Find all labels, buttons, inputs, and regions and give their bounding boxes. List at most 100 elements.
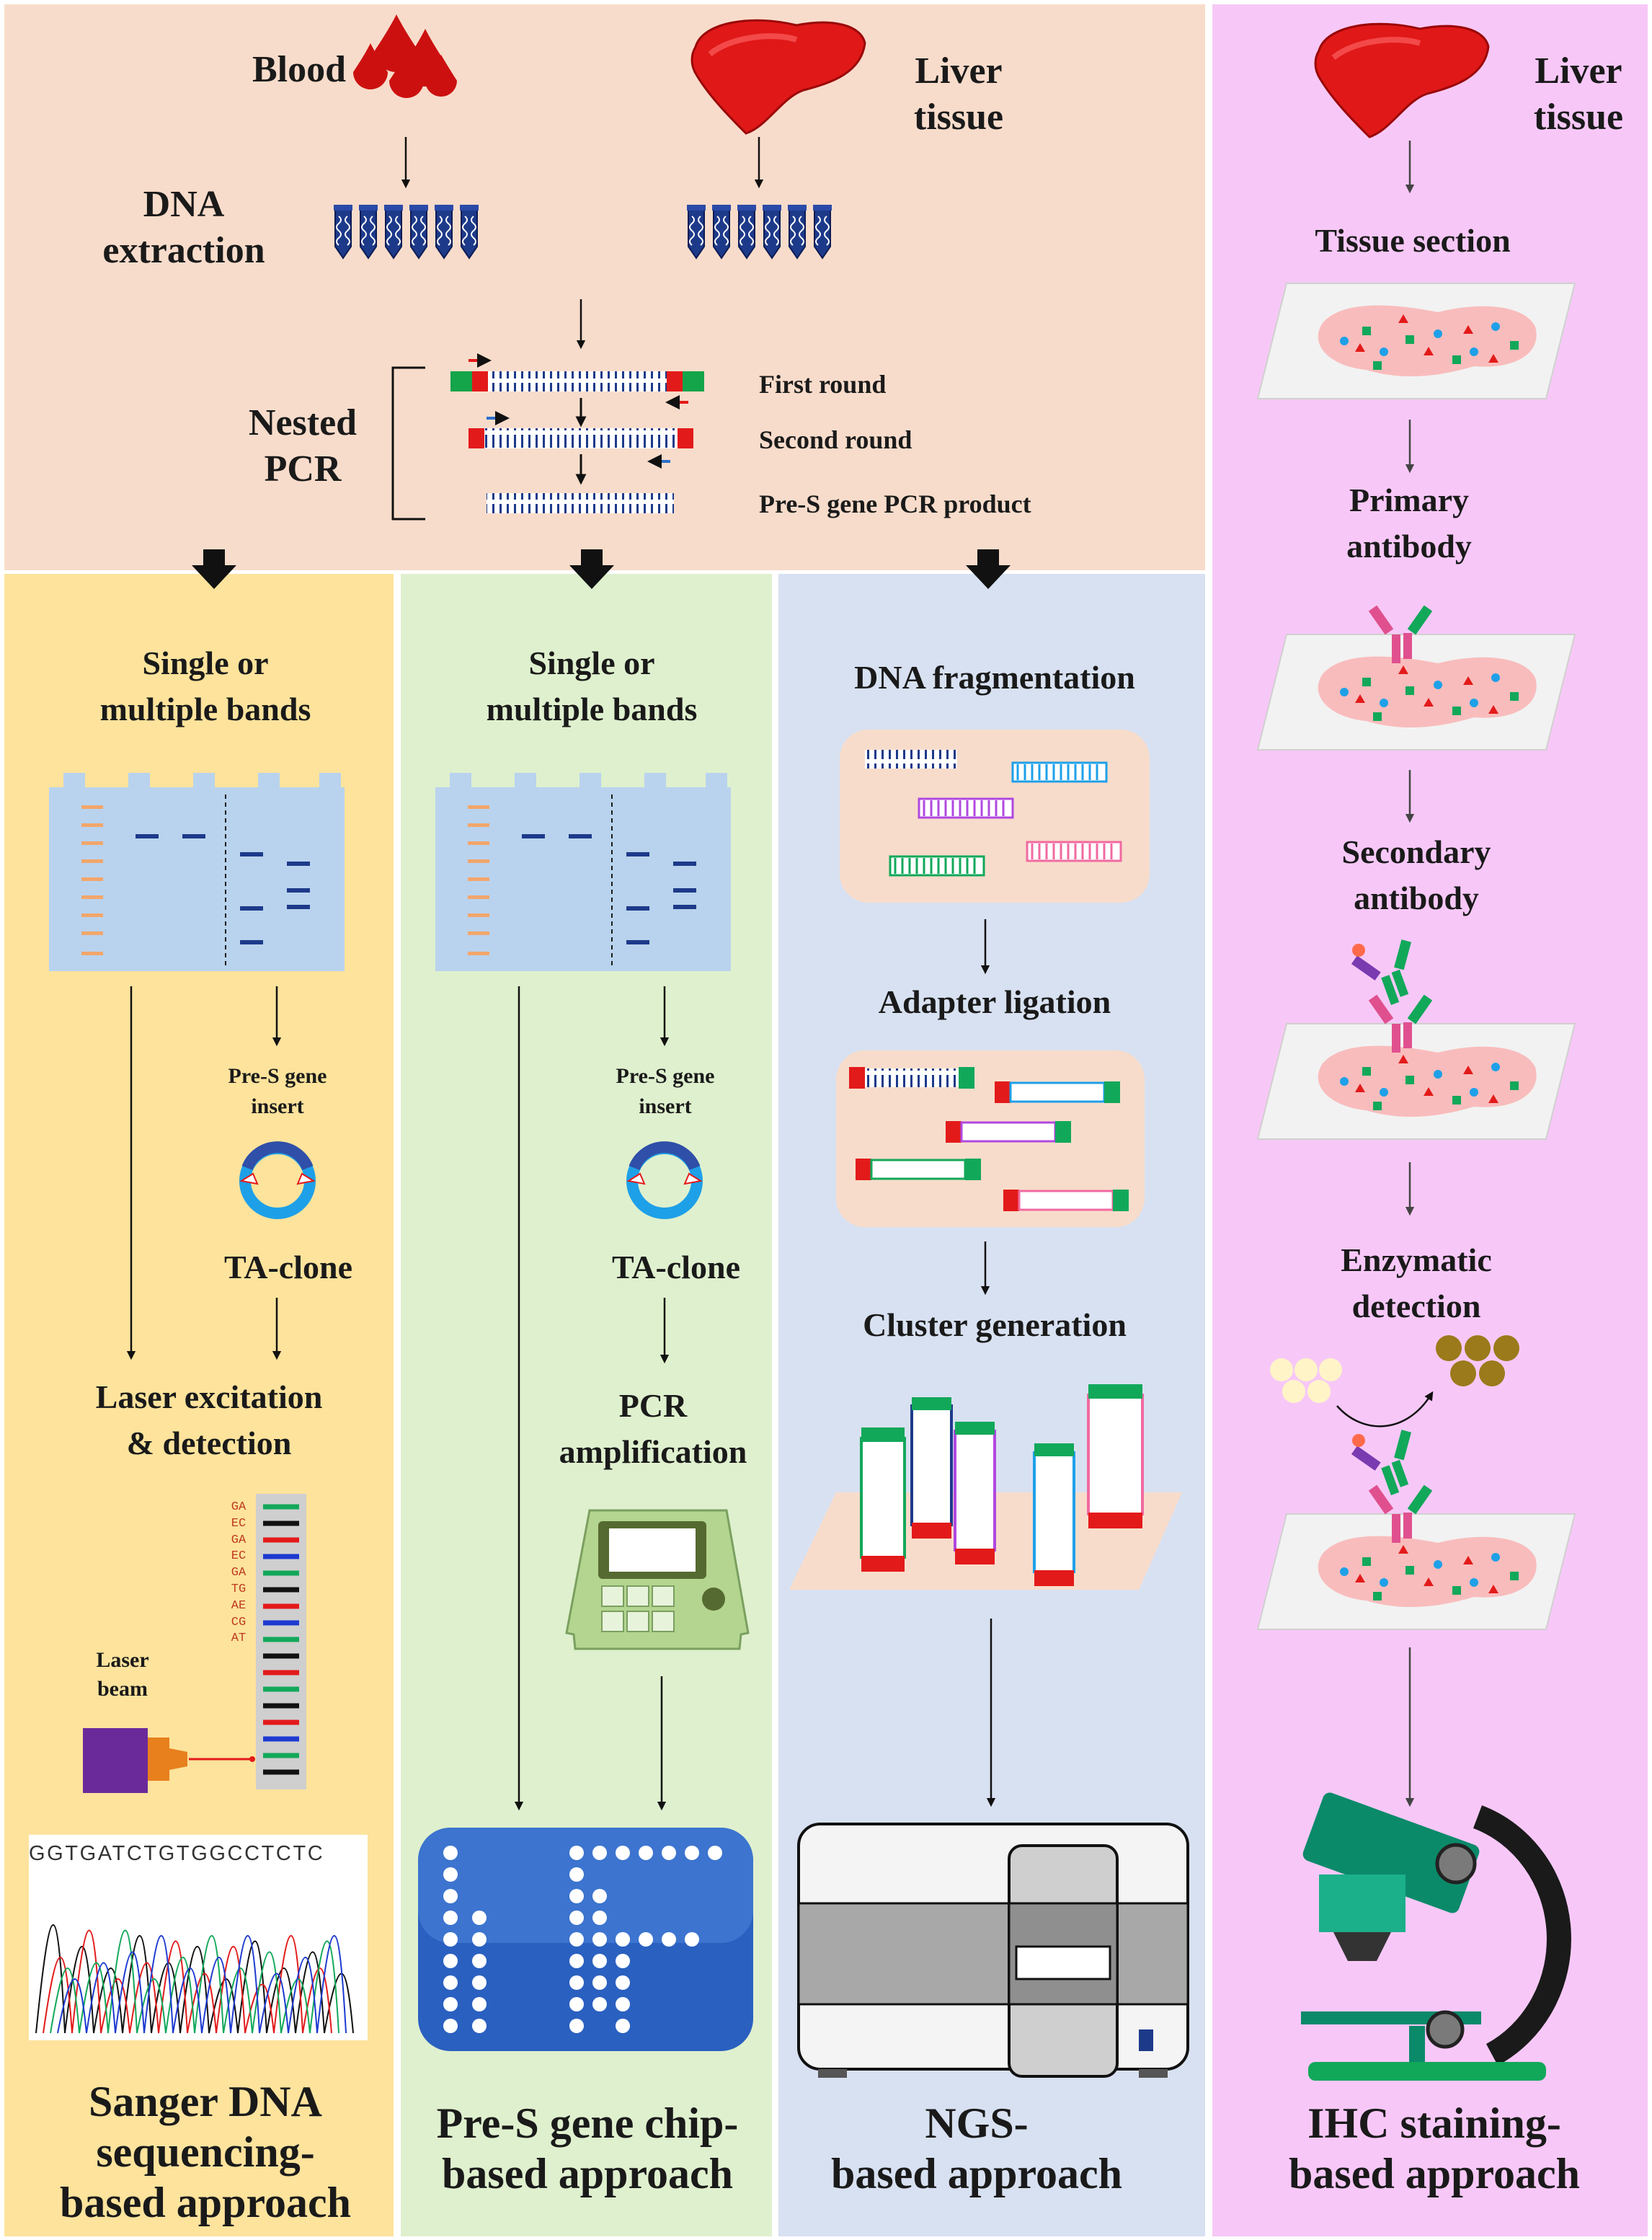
chip-dot [685,1846,699,1860]
chip-dot [443,1889,458,1903]
liver-icon [692,20,865,133]
plasmid-chip-icon [629,1147,701,1213]
fragmentation-box [840,730,1150,903]
sequencing-ladder-bases: GAECGAECGATGAECGAT [231,1500,247,1646]
chip-dot [592,1911,607,1925]
trace-sequence: GGTGATCTGTGGCCTCTC [29,1842,325,1865]
liver-tissue-label-line2: tissue [913,97,1004,138]
chip-dot [569,1889,584,1903]
cluster-generation-icon [789,1384,1182,1590]
chip-dot [472,1997,487,2011]
blood-drops-icon [353,14,457,98]
secondary-antibody-line1: Secondary [1341,833,1491,870]
ngs-caption-line1: NGS- [925,2099,1029,2147]
chip-bands-line2: multiple bands [486,691,698,727]
chip-dot [569,1911,584,1925]
sanger-bands-line2: multiple bands [99,691,311,727]
chip-dot [592,1889,607,1903]
chip-dot [708,1846,722,1860]
chip-dot [592,1997,607,2011]
chip-dot [616,1954,630,1968]
dna-fragmentation-label: DNA fragmentation [854,659,1135,696]
chip-dot [443,1954,458,1968]
enzymatic-detection-line1: Enzymatic [1341,1241,1492,1278]
liver-tissue-label-line1: Liver [915,50,1003,92]
substrate-dots-icon [1270,1358,1342,1403]
tissue-section-icon [1257,283,1576,399]
ngs-caption-line2: based approach [830,2150,1122,2197]
ihc-liver-label-line2: tissue [1533,97,1624,138]
secondary-antibody-icon [1351,939,1411,1005]
chip-dot [616,1997,630,2011]
ihc-caption-line2: based approach [1288,2150,1580,2197]
chip-dot [443,1867,458,1882]
sanger-insert-line1: Pre-S gene [228,1064,327,1088]
sanger-bands-line1: Single or [142,645,269,681]
nested-pcr-label-line2: PCR [264,448,342,490]
pcr-amplification-line2: amplification [559,1433,747,1470]
chip-bands-line1: Single or [528,645,655,681]
enzymatic-secondary-antibody-icon [1351,1430,1411,1495]
chip-dot [569,2019,584,2033]
pcr-product-label: Pre-S gene PCR product [759,490,1031,518]
chip-dot [443,1911,458,1925]
chip-caption-line2: based approach [441,2150,733,2197]
laser-excitation-line2: & detection [126,1425,292,1461]
chip-dot [616,2019,630,2033]
sanger-caption-line1: Sanger DNA [89,2078,322,2125]
chip-dot [639,1846,653,1860]
blood-label: Blood [252,49,347,90]
plasmid-sanger-icon [241,1147,314,1213]
product-dots-icon [1436,1335,1519,1386]
tissue-enzymatic-icon [1257,1513,1576,1630]
chromatogram-icon [29,1835,368,2040]
tissue-primary-icon [1257,634,1576,751]
microscope-icon [1301,1792,1571,2081]
chip-dot [472,2019,487,2033]
dna-extraction-label-line1: DNA [143,184,225,225]
chip-caption-line1: Pre-S gene chip- [436,2099,739,2147]
primary-antibody-line1: Primary [1349,482,1470,518]
adapter-box [836,1050,1145,1227]
pcr-amplification-line1: PCR [618,1387,688,1424]
dna-extraction-label-line2: extraction [102,230,265,271]
chip-dot [616,1846,630,1860]
gel-chip-icon [435,772,732,972]
chip-dot [472,1954,487,1968]
chip-dot [592,1932,607,1947]
sequencing-ladder-icon [256,1494,306,1789]
chip-dot [569,1867,584,1882]
gel-sanger-icon [48,772,345,972]
chip-dot [569,1932,584,1947]
gene-chip-icon [418,1828,753,2051]
sanger-ta-clone-label: TA-clone [223,1249,352,1285]
primary-antibody-line2: antibody [1346,528,1472,565]
chip-dot [616,1932,630,1947]
chip-dot [443,1932,458,1947]
ngs-sequencer-icon [797,1823,1189,2078]
pcr-machine-icon [565,1509,750,1650]
chip-dot [592,1954,607,1968]
chip-dot [443,2019,458,2033]
chip-dot [472,1932,487,1947]
chip-dot [592,1975,607,1990]
second-round-label: Second round [759,425,912,454]
liver-ihc-icon [1315,24,1488,137]
tissue-section-label: Tissue section [1315,222,1511,259]
cluster-generation-label: Cluster generation [863,1306,1127,1343]
chip-dot [616,1975,630,1990]
ihc-liver-label-line1: Liver [1535,50,1622,92]
adapter-ligation-label: Adapter ligation [878,983,1111,1020]
chip-dot [443,1997,458,2011]
chip-dot [569,1975,584,1990]
sanger-caption-line2: sequencing- [96,2128,315,2176]
chip-dot [443,1975,458,1990]
laser-excitation-line1: Laser excitation [95,1378,323,1415]
chip-dot [592,1846,607,1860]
chip-insert-line2: insert [639,1094,692,1118]
chip-dot [685,1932,699,1947]
tissue-secondary-icon [1257,1023,1576,1140]
extraction-tubes-right-icon [686,204,832,259]
enzymatic-detection-line2: detection [1351,1288,1481,1324]
